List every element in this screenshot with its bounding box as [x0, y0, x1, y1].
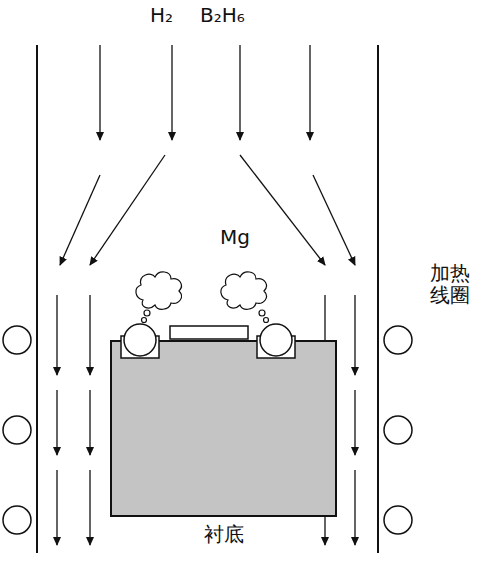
- gas-label: H₂: [150, 4, 173, 26]
- substrate-label: 衬底: [112, 523, 335, 545]
- substrate-block: 衬底: [110, 340, 337, 517]
- gas-label: B₂H₆: [200, 4, 245, 26]
- coil-label: 加热线圈: [430, 262, 470, 306]
- gas-label: Mg: [220, 226, 250, 248]
